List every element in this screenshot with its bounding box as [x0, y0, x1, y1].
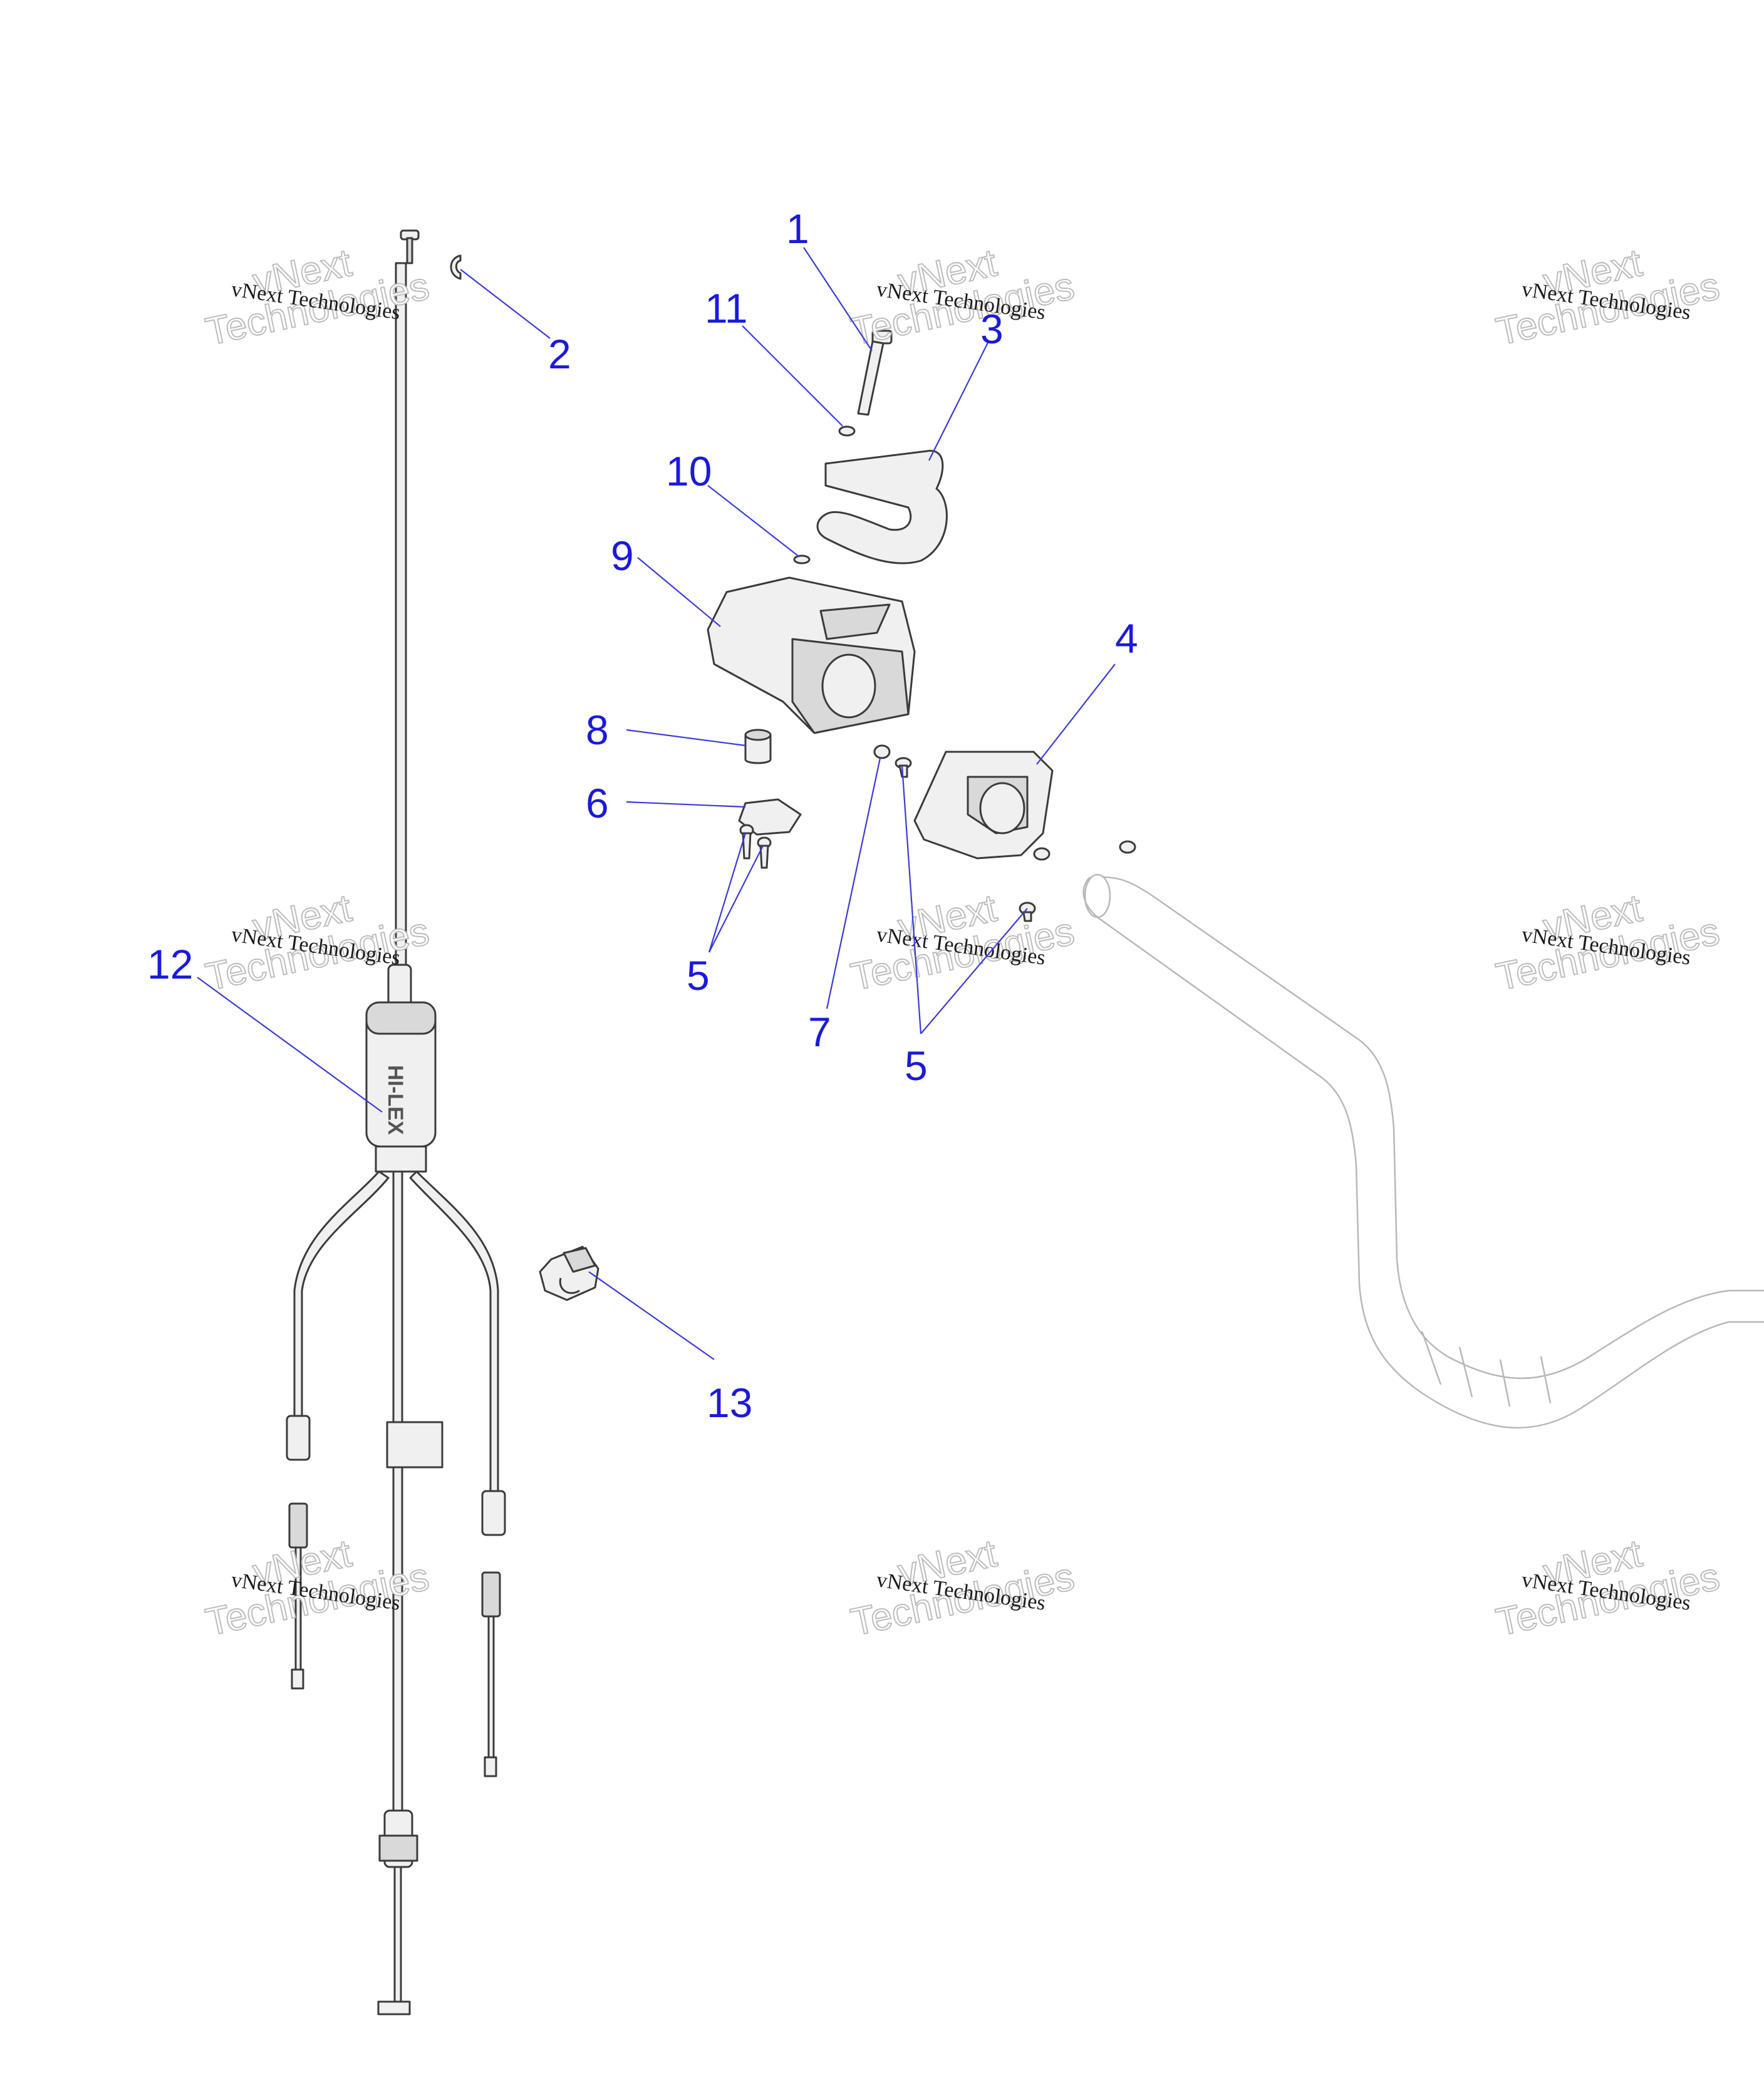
cover-plate: [738, 798, 802, 836]
leader-10: [707, 485, 799, 557]
leader-6: [626, 801, 746, 808]
handlebar: [1082, 873, 1764, 1429]
leader-5a-2: [708, 845, 764, 953]
leader-11: [742, 325, 843, 427]
bushing: [744, 729, 772, 764]
washer-10: [793, 554, 811, 564]
lower-clamp: [913, 751, 1054, 860]
callout-13: 13: [707, 1380, 752, 1426]
leader-2: [460, 269, 551, 339]
leader-5a-1: [708, 833, 747, 953]
leader-9: [637, 557, 721, 627]
bolt: [857, 330, 893, 416]
screw-pair-left: [739, 824, 772, 869]
callout-11: 11: [705, 285, 748, 331]
leader-5b-2: [920, 908, 1028, 1034]
leader-8: [626, 729, 746, 747]
callout-2: 2: [548, 331, 571, 377]
callout-10: 10: [666, 448, 712, 494]
leader-5b-1: [901, 765, 922, 1034]
callout-12: 12: [147, 941, 193, 987]
screw-center: [895, 757, 912, 778]
callout-1: 1: [786, 205, 809, 252]
switch-connector: [539, 1245, 599, 1301]
throttle-housing: [707, 576, 916, 734]
watermark-line2a: vNext: [895, 887, 1000, 949]
e-clip: [450, 254, 462, 280]
leader-1: [803, 247, 873, 351]
leader-12: [197, 977, 383, 1113]
callout-5-left: 5: [687, 952, 710, 999]
callout-labels: 1 2 3 4 5 5 6 7 8 9 10 11 12 13: [147, 205, 1138, 1426]
callout-9: 9: [611, 533, 634, 579]
washer-7: [873, 744, 891, 759]
throttle-cable-assembly: HI-LEX: [286, 229, 506, 2015]
callout-3: 3: [980, 306, 1004, 352]
washer-11: [838, 425, 856, 437]
leader-lines: [197, 247, 1116, 1360]
hi-lex-brand-label: HI-LEX: [383, 1065, 407, 1135]
callout-8: 8: [586, 707, 609, 753]
screw-pair-right: [1019, 840, 1136, 922]
callout-5-right: 5: [905, 1042, 928, 1089]
callout-4: 4: [1115, 615, 1138, 662]
callout-7: 7: [808, 1009, 831, 1055]
leader-3: [928, 341, 989, 461]
leader-13: [588, 1271, 715, 1360]
leader-4: [1036, 663, 1116, 765]
callout-6: 6: [586, 780, 609, 826]
throttle-bracket: [816, 450, 948, 564]
leader-7: [826, 757, 881, 1009]
